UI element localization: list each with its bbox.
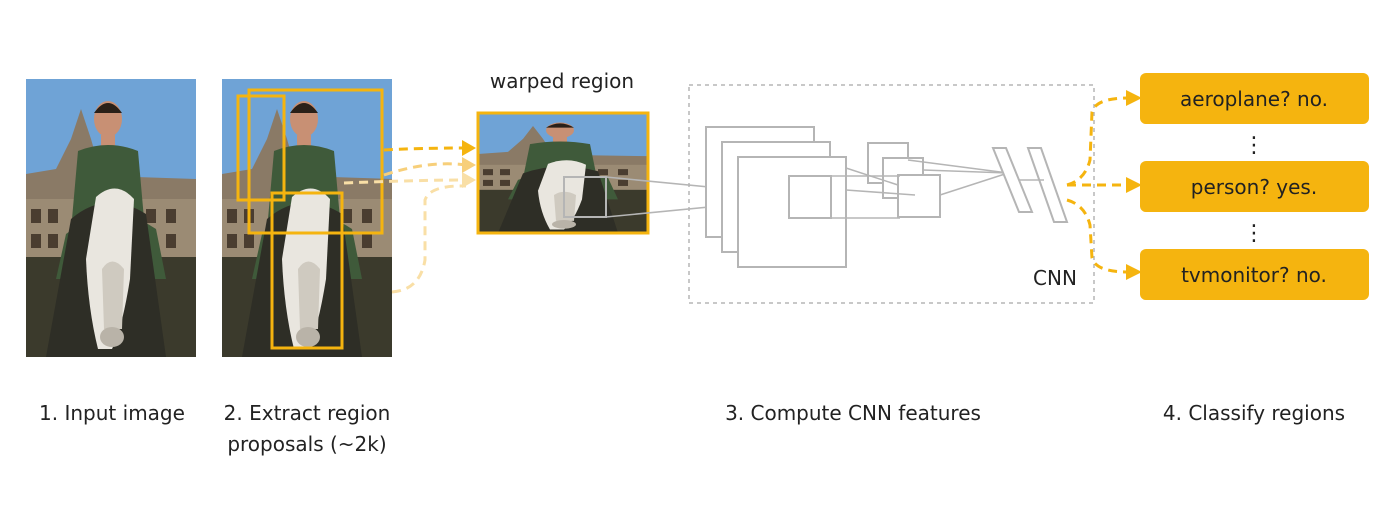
proposal-arrow-1 — [383, 146, 467, 152]
class-label-tvmonitor: tvmonitor? no. — [1181, 263, 1327, 287]
stage-label-proposals-line1: 2. Extract region — [224, 401, 391, 425]
cnn-layers — [705, 126, 941, 268]
arrow-to-class-1 — [1066, 96, 1129, 187]
proposal-arrow-4 — [391, 184, 467, 294]
proposal-box-3 — [270, 191, 344, 350]
stage-label-classify: 4. Classify regions — [1163, 401, 1345, 425]
class-label-aeroplane: aeroplane? no. — [1180, 87, 1328, 111]
proposal-arrowheads — [462, 140, 476, 188]
proposal-arrows — [343, 146, 467, 294]
feature-window-1 — [788, 175, 832, 219]
stage-label-cnn: 3. Compute CNN features — [725, 401, 981, 425]
input-image — [26, 79, 196, 357]
cnn-box — [688, 84, 1095, 304]
proposal-arrow-3 — [343, 178, 467, 185]
fc-layer-2 — [1026, 147, 1069, 223]
feature-map-6 — [897, 174, 941, 218]
proposal-box-1 — [236, 94, 286, 202]
ellipsis-2: ⋮ — [1243, 221, 1265, 246]
class-label-person: person? yes. — [1191, 175, 1317, 199]
warped-region-label: warped region — [490, 69, 634, 93]
proposal-box-2 — [247, 88, 384, 235]
stage-label-proposals-line2: proposals (~2k) — [227, 432, 386, 456]
class-box-aeroplane — [1140, 73, 1369, 124]
stage-label-input: 1. Input image — [39, 401, 185, 425]
receptive-field-box — [563, 176, 607, 218]
cnn-label: CNN — [1033, 266, 1077, 290]
arrow-to-class-3 — [1066, 198, 1129, 274]
class-box-tvmonitor — [1140, 249, 1369, 300]
class-arrowheads — [1126, 90, 1142, 280]
warped-region-frame — [476, 111, 650, 235]
proposal-boxes — [236, 88, 384, 350]
proposal-arrow-2 — [383, 162, 467, 177]
cnn-connections — [831, 159, 1009, 219]
ellipsis-1: ⋮ — [1243, 133, 1265, 158]
class-arrows — [1066, 96, 1129, 274]
class-results: aeroplane? no. ⋮ person? yes. ⋮ tvmonito… — [1140, 73, 1369, 300]
fc-layer-1 — [991, 147, 1034, 213]
class-box-person — [1140, 161, 1369, 212]
fc-layers — [991, 147, 1069, 223]
